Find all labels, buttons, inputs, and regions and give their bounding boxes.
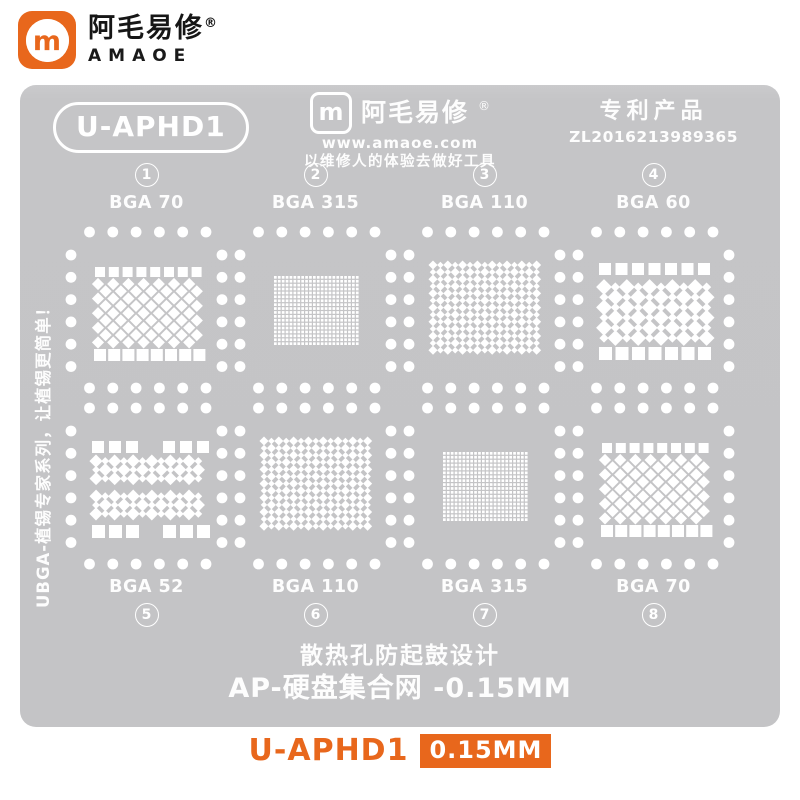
cell-label-group: 2BGA 315 xyxy=(231,163,400,213)
cell-number-circle: 1 xyxy=(135,163,159,187)
model-badge: U-APHD1 xyxy=(53,102,249,153)
patent-title: 专利产品 xyxy=(569,98,738,127)
cell-bga-label: BGA 315 xyxy=(441,577,528,597)
plate-registered-mark: ® xyxy=(478,100,490,114)
cell-bga-label: BGA 315 xyxy=(272,193,359,213)
cell-number-circle: 2 xyxy=(304,163,328,187)
stencil-hole-pattern xyxy=(569,399,738,574)
stencil-cell-bga-60 xyxy=(569,223,738,398)
top-labels-row: 1BGA 702BGA 3153BGA 1104BGA 60 xyxy=(62,163,738,213)
stencil-cell-bga-52 xyxy=(62,399,231,574)
plate-logo-top: m 阿毛易修 ® xyxy=(304,92,496,134)
plate-logo-name: 阿毛易修 xyxy=(361,99,469,128)
amaoe-m-icon: m xyxy=(310,92,352,134)
plate-title: AP-硬盘集合网 -0.15MM xyxy=(20,666,780,705)
stencil-hole-pattern xyxy=(400,399,569,574)
cell-number-circle: 6 xyxy=(304,603,328,627)
plate-logo: m 阿毛易修 ® www.amaoe.com 以维修人的体验去做好工具 xyxy=(304,92,496,171)
caption-model: U-APHD1 xyxy=(249,733,409,768)
cell-bga-label: BGA 60 xyxy=(616,193,691,213)
brand-name-cn: 阿毛易修® xyxy=(88,14,219,44)
registered-mark: ® xyxy=(204,16,219,31)
cell-label-group: BGA 110 6 xyxy=(231,577,400,627)
product-caption: U-APHD1 0.15MM xyxy=(0,733,800,768)
stencil-plate: U-APHD1 m 阿毛易修 ® www.amaoe.com 以维修人的体验去做… xyxy=(20,85,780,727)
stencil-cell-bga-70 xyxy=(62,223,231,398)
cell-label-group: BGA 70 8 xyxy=(569,577,738,627)
side-slogan-text: UBGA-植锡专家系列，让植锡更简单！ xyxy=(30,299,54,608)
stencil-cell-bga-70 xyxy=(569,399,738,574)
patent-number: ZL2016213989365 xyxy=(569,127,738,147)
cell-bga-label: BGA 70 xyxy=(616,577,691,597)
patent-info: 专利产品 ZL2016213989365 xyxy=(569,98,738,147)
stencil-hole-pattern xyxy=(569,223,738,398)
cell-label-group: 4BGA 60 xyxy=(569,163,738,213)
stencil-hole-pattern xyxy=(231,223,400,398)
stencil-cell-bga-110 xyxy=(231,399,400,574)
stencil-cell-bga-315 xyxy=(231,223,400,398)
cell-label-group: BGA 315 7 xyxy=(400,577,569,627)
stencil-grid-bottom-row xyxy=(62,399,738,574)
cell-number-circle: 5 xyxy=(135,603,159,627)
stencil-cell-bga-110 xyxy=(400,223,569,398)
cell-bga-label: BGA 52 xyxy=(109,577,184,597)
stencil-cell-bga-315 xyxy=(400,399,569,574)
stencil-grid-top-row xyxy=(62,223,738,398)
stencil-hole-pattern xyxy=(231,399,400,574)
cell-bga-label: BGA 70 xyxy=(109,193,184,213)
design-note: 散热孔防起鼓设计 xyxy=(20,636,780,670)
logo-ring: m xyxy=(26,19,69,62)
cell-number-circle: 4 xyxy=(642,163,666,187)
stencil-hole-pattern xyxy=(62,399,231,574)
stencil-hole-pattern xyxy=(62,223,231,398)
brand-text: 阿毛易修® AMAOE xyxy=(88,14,219,66)
cell-number-circle: 8 xyxy=(642,603,666,627)
cell-number-circle: 7 xyxy=(473,603,497,627)
logo-m-glyph: m xyxy=(33,28,61,55)
brand-name-en: AMAOE xyxy=(88,46,219,66)
cell-bga-label: BGA 110 xyxy=(441,193,528,213)
plate-logo-url: www.amaoe.com xyxy=(304,135,496,152)
cell-label-group: 1BGA 70 xyxy=(62,163,231,213)
brand-name-cn-text: 阿毛易修 xyxy=(88,13,204,44)
cell-label-group: 3BGA 110 xyxy=(400,163,569,213)
cell-label-group: BGA 52 5 xyxy=(62,577,231,627)
caption-thickness-badge: 0.15MM xyxy=(420,734,551,768)
amaoe-logo-icon: m xyxy=(18,11,76,69)
bottom-labels-row: BGA 52 5 BGA 110 6 BGA 315 7 BGA 70 8 xyxy=(62,577,738,627)
cell-number-circle: 3 xyxy=(473,163,497,187)
brand-header: m 阿毛易修® AMAOE xyxy=(18,11,219,69)
stencil-hole-pattern xyxy=(400,223,569,398)
cell-bga-label: BGA 110 xyxy=(272,577,359,597)
